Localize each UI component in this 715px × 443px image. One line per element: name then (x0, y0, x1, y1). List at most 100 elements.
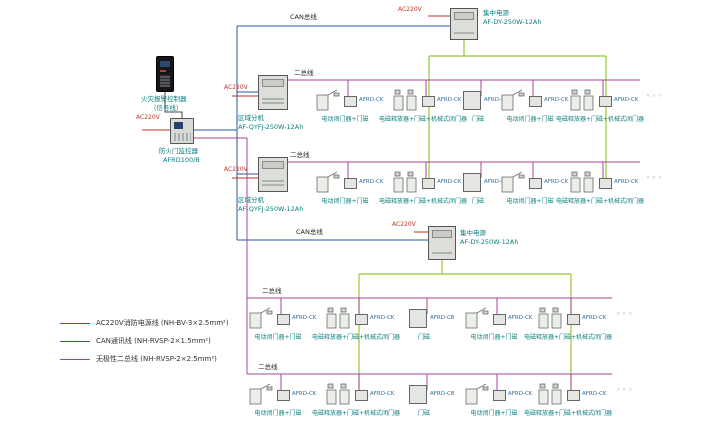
afrd-module-label: AFRD-CK (359, 179, 384, 185)
door-closer-icon (465, 307, 489, 329)
device-group-label: 电磁释放器+门磁+机械式闭门器 (378, 198, 468, 205)
device-group-label: 电动闭门器+门磁 (506, 116, 554, 123)
door-closer-icon (249, 307, 273, 329)
double-door-release-icon (538, 383, 562, 405)
afrd-module-label: AFRD-CK (544, 97, 569, 103)
afrd-module-label: AFRD-CK (614, 97, 639, 103)
device-group: AFRD-CK 电磁释放器+门磁+机械式闭门器 (556, 170, 644, 205)
legend-label-can: CAN通讯线 (NH-RVSP-2×1.5mm²) (96, 337, 211, 345)
controller-display (160, 61, 170, 67)
device-group-label: 电动闭门器+门磁 (254, 334, 302, 341)
afrd-module-box (355, 390, 368, 401)
door-icon (393, 171, 417, 193)
supply2-power-label: AC220V (392, 221, 416, 228)
device-group-label: 门磁 (471, 198, 484, 205)
cabinet-vent (262, 98, 284, 100)
door-icon (393, 89, 417, 111)
zone2-power-label: AC220V (224, 166, 248, 173)
afrd-module-label: AFRD-CK (582, 391, 607, 397)
monitor-display (174, 122, 183, 129)
device-group: AFRD-CK 电磁释放器+门磁+机械式闭门器 (379, 170, 467, 205)
afrd-module-box (567, 390, 580, 401)
controller-led (160, 70, 166, 72)
afrd-module-box (422, 96, 435, 107)
cabinet-vent (262, 102, 284, 104)
supply2-model: AF-DY-250W-12Ah (460, 238, 519, 246)
afrd-module-box (422, 178, 435, 189)
row2-ellipsis: ◦◦◦ (646, 174, 665, 182)
afrd-module-label: AFRD-CB (484, 179, 509, 185)
door-closer-icon (316, 171, 340, 193)
afrd-module-box (344, 178, 357, 189)
cabinet-display-panel (432, 230, 452, 238)
afrd-module-label: AFRD-CK (614, 179, 639, 185)
row1-ellipsis: ◦◦◦ (646, 92, 665, 100)
device-group: AFRD-CK 电动闭门器+门磁 (462, 306, 532, 341)
door-icon (538, 383, 562, 405)
supply1-power-label: AC220V (398, 6, 422, 13)
supply1-label: 集中电源 (483, 9, 509, 17)
door-icon (538, 307, 562, 329)
cabinet-vent (262, 180, 284, 182)
afrd-module-label: AFRD-CB (430, 391, 455, 397)
door-closer-icon (465, 383, 489, 405)
device-group: AFRD-CK 电磁释放器+门磁+机械式闭门器 (524, 306, 612, 341)
double-door-release-icon (570, 171, 594, 193)
row4-ellipsis: ◦◦◦ (616, 386, 635, 394)
afrd-module-box (277, 314, 290, 325)
door-closer-icon (249, 383, 273, 405)
two-bus-label-row1: 二总线 (294, 69, 314, 77)
cabinet-vent (432, 252, 452, 254)
device-group: AFRD-CB 门磁 (446, 170, 510, 205)
afrd-module-label: AFRD-CB (484, 97, 509, 103)
device-group: AFRD-CK 电动闭门器+门磁 (498, 88, 568, 123)
device-group: AFRD-CK 电磁释放器+门磁+机械式闭门器 (556, 88, 644, 123)
legend-line-power (60, 322, 90, 324)
door-monitor-unit (170, 118, 194, 144)
device-group: AFRD-CB 门磁 (446, 88, 510, 123)
door-closer-icon (501, 89, 525, 111)
afrd-module-label: AFRD-CK (544, 179, 569, 185)
afrd-module-box (409, 385, 427, 404)
device-group: AFRD-CK 电磁释放器+门磁+机械式闭门器 (312, 306, 400, 341)
device-group-label: 门磁 (417, 334, 430, 341)
device-group: AFRD-CK 电动闭门器+门磁 (462, 382, 532, 417)
monitor-keys (174, 133, 191, 141)
device-group-label: 电磁释放器+门磁+机械式闭门器 (555, 116, 645, 123)
door-icon (326, 383, 350, 405)
device-group-label: 电磁释放器+门磁+机械式闭门器 (311, 334, 401, 341)
zone-unit-1-cabinet (258, 75, 288, 110)
legend-item-can: CAN通讯线 (NH-RVSP-2×1.5mm²) (60, 332, 229, 350)
zone2-model: AF-QYFJ-250W-12Ah (238, 205, 304, 213)
device-group: AFRD-CK 电动闭门器+门磁 (313, 170, 383, 205)
door-icon (249, 383, 273, 405)
legend-line-two-bus (60, 358, 90, 360)
device-group: AFRD-CK 电动闭门器+门磁 (498, 170, 568, 205)
door-icon (326, 307, 350, 329)
afrd-module-label: AFRD-CK (437, 179, 462, 185)
cabinet-display-panel (262, 161, 284, 169)
door-icon (501, 89, 525, 111)
device-group: AFRD-CB 门磁 (392, 306, 456, 341)
device-group-label: 门磁 (471, 116, 484, 123)
device-group: AFRD-CK 电动闭门器+门磁 (246, 306, 316, 341)
afrd-module-label: AFRD-CK (359, 97, 384, 103)
double-door-release-icon (326, 383, 350, 405)
device-group: AFRD-CK 电磁释放器+门磁+机械式闭门器 (379, 88, 467, 123)
fire-alarm-controller-unit (156, 56, 174, 92)
device-group-label: 电磁释放器+门磁+机械式闭门器 (523, 410, 613, 417)
signal-line-label: （信号线） (150, 104, 183, 112)
device-group-label: 电磁释放器+门磁+机械式闭门器 (523, 334, 613, 341)
device-group: AFRD-CK 电磁释放器+门磁+机械式闭门器 (524, 382, 612, 417)
can-bus-label-top: CAN总线 (290, 13, 317, 21)
central-power-2-cabinet (428, 226, 456, 260)
device-group: AFRD-CK 电动闭门器+门磁 (313, 88, 383, 123)
afrd-module-box (463, 91, 481, 110)
zone1-model: AF-QYFJ-250W-12Ah (238, 123, 304, 131)
monitor-power-label: AC220V (136, 114, 160, 121)
door-icon (316, 89, 340, 111)
cabinet-display-panel (454, 12, 474, 20)
device-group: AFRD-CB 门磁 (392, 382, 456, 417)
afrd-module-box (529, 96, 542, 107)
